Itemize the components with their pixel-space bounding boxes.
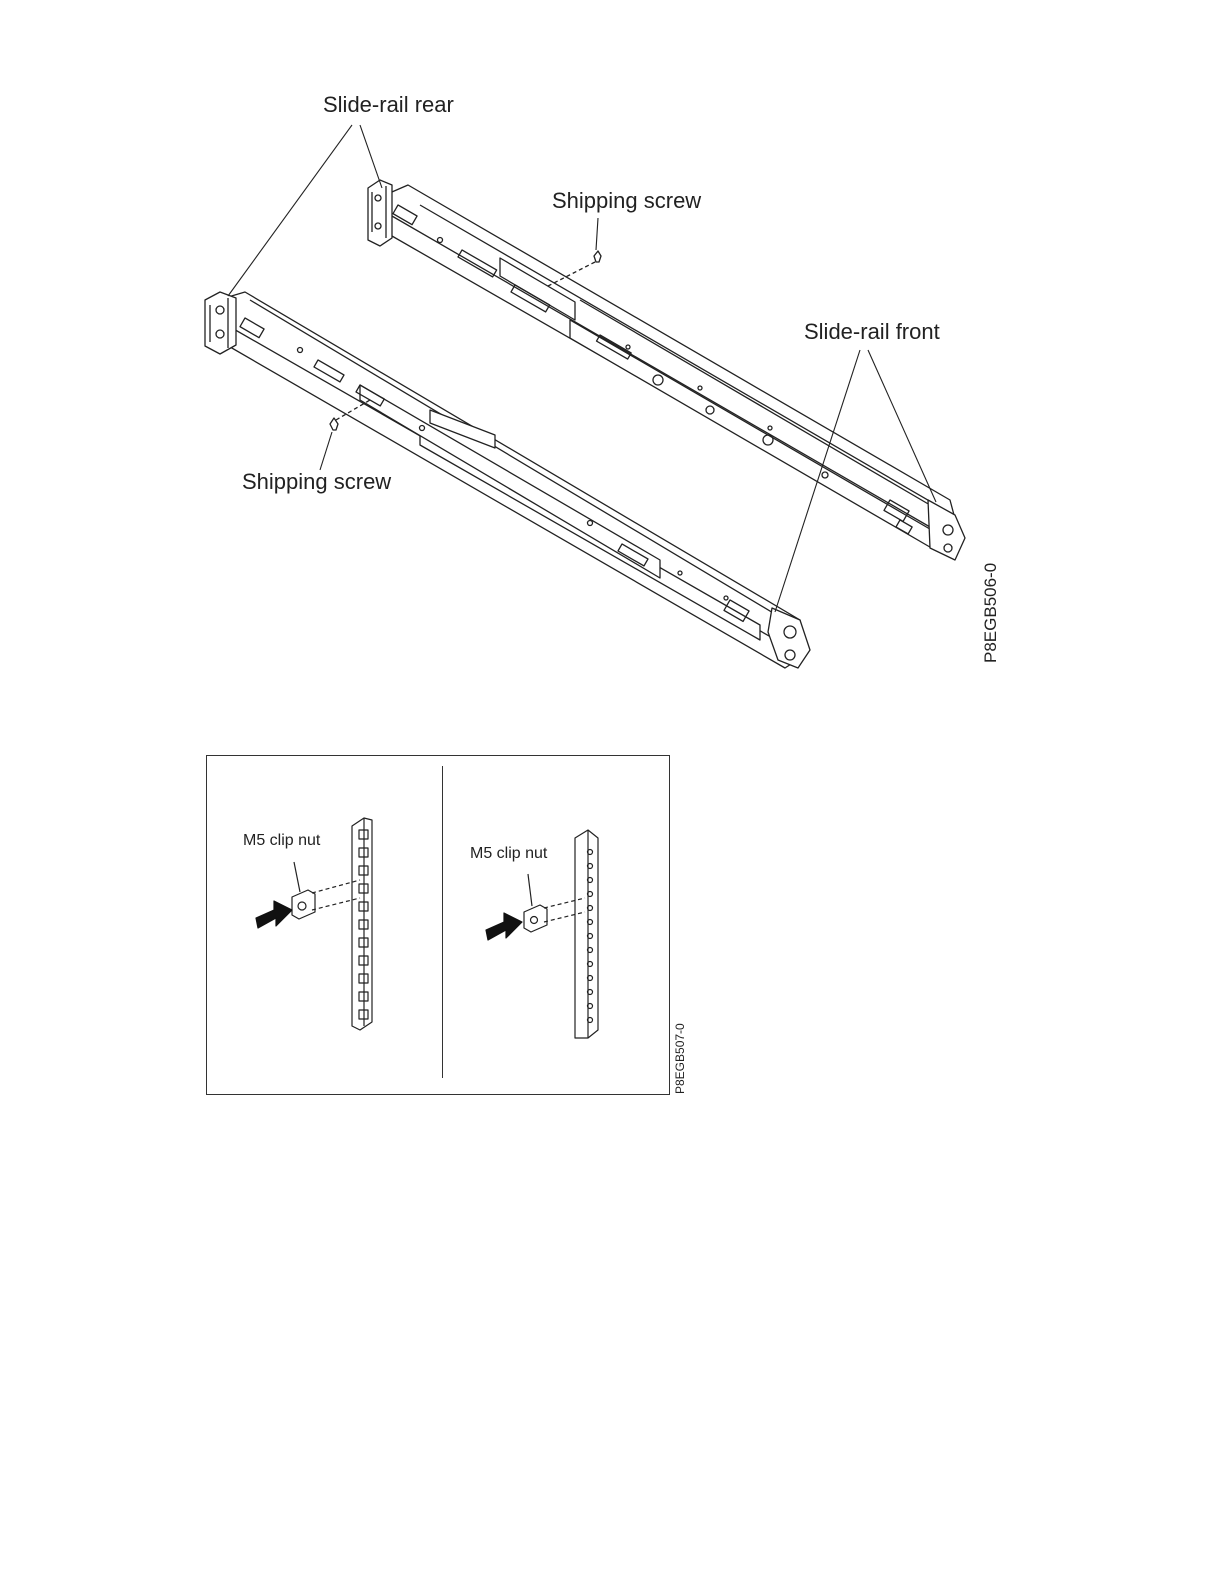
square-hole-rack-post — [352, 818, 372, 1030]
round-hole-rack-post — [575, 830, 598, 1038]
clip-nut-illustration — [0, 0, 1224, 1120]
insert-arrow-right — [486, 913, 522, 940]
label-m5-clip-nut-right: M5 clip nut — [470, 845, 547, 863]
label-m5-clip-nut-left: M5 clip nut — [243, 832, 320, 850]
figure-id-p8egb507: P8EGB507-0 — [673, 1023, 687, 1094]
m5-clip-nut-left — [292, 862, 360, 919]
insert-arrow-left — [256, 901, 292, 928]
